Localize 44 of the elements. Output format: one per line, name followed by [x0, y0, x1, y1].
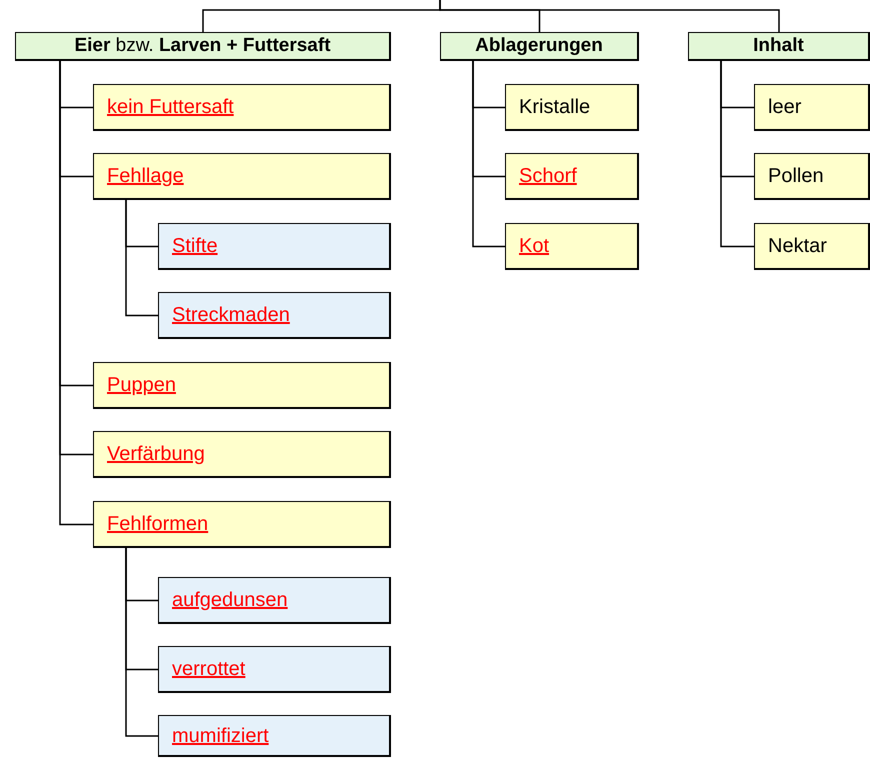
item-box: [505, 84, 639, 131]
item-link: mumifiziert: [172, 724, 269, 748]
item-box: [93, 153, 391, 200]
item-link: Kot: [519, 234, 550, 259]
category-box: [15, 32, 391, 61]
item-box: [158, 715, 391, 757]
item-box: [505, 153, 639, 200]
item-link: aufgedunsen: [172, 588, 288, 613]
item-link: Streckmaden: [172, 303, 290, 328]
item-link: Puppen: [107, 373, 176, 398]
item-box: [93, 84, 391, 131]
item-box: [158, 223, 391, 270]
item-box: [93, 362, 391, 409]
item-box: [93, 501, 391, 548]
category-box: [440, 32, 639, 61]
item-link: verrottet: [172, 657, 246, 682]
connector-line: [439, 0, 780, 32]
item-box: [754, 223, 870, 270]
item-link: Fehlformen: [107, 512, 208, 537]
category-heading: Inhalt: [753, 34, 804, 58]
item-box: [754, 153, 870, 200]
item-link: kein Futtersaft: [107, 95, 234, 120]
connector-line: [472, 61, 505, 248]
item-link: Schorf: [519, 164, 577, 189]
connector-line: [125, 200, 158, 316]
connector-line: [59, 61, 93, 526]
item-link: Verfärbung: [107, 442, 205, 467]
item-box: [754, 84, 870, 131]
item-link: Stifte: [172, 234, 218, 259]
item-box: [505, 223, 639, 270]
connector-line: [720, 61, 754, 248]
item-link: Fehllage: [107, 164, 184, 189]
item-label: Pollen: [768, 164, 824, 189]
item-label: leer: [768, 95, 802, 120]
category-heading: Ablagerungen: [475, 34, 603, 58]
item-label: Kristalle: [519, 95, 590, 120]
item-box: [158, 292, 391, 339]
connector-line: [125, 548, 158, 737]
item-box: [158, 577, 391, 624]
item-box: [93, 431, 391, 478]
item-label: Nektar: [768, 234, 827, 259]
category-heading: Eier bzw. Larven + Futtersaft: [74, 34, 331, 58]
item-box: [158, 646, 391, 693]
category-box: [688, 32, 870, 61]
